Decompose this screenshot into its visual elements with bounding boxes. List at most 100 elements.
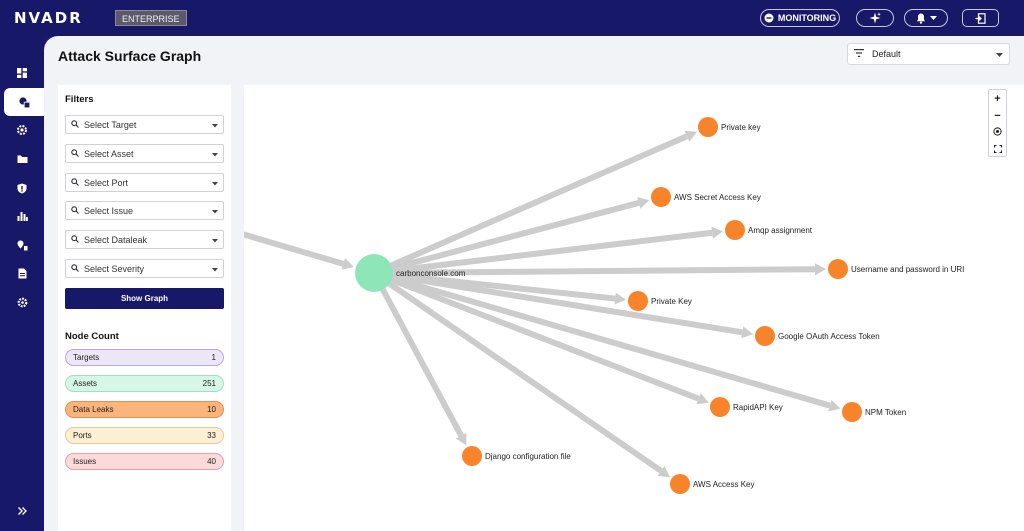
view-select[interactable]: Default <box>847 43 1010 65</box>
select-port[interactable]: Select Port <box>65 173 224 192</box>
edge-target-to-asset-arrowhead <box>341 258 354 270</box>
search-icon <box>71 234 79 245</box>
node-count-ports: Ports 33 <box>65 427 224 444</box>
top-bar: NVADR ENTERPRISE MONITORING <box>0 0 1024 36</box>
data-leak-node-label: Private key <box>721 123 761 132</box>
sidebar-item-integrations[interactable] <box>0 116 44 144</box>
sidebar-item-settings[interactable] <box>0 288 44 316</box>
sidebar-item-locations[interactable] <box>0 231 44 259</box>
sidebar-item-reports[interactable] <box>0 202 44 230</box>
sparkle-icon <box>869 12 881 24</box>
edge-1-arrowhead <box>637 197 650 209</box>
node-count-label: Ports <box>73 431 92 440</box>
data-leak-node[interactable] <box>651 187 671 207</box>
minus-circle-icon <box>764 13 774 23</box>
notifications-button[interactable] <box>904 9 948 27</box>
edge-6 <box>372 270 700 402</box>
sidebar <box>0 36 44 531</box>
node-count-value: 1 <box>211 353 216 362</box>
node-count-assets: Assets 251 <box>65 375 224 392</box>
select-dataleak-placeholder: Select Dataleak <box>84 234 148 245</box>
sidebar-expand-button[interactable] <box>0 497 44 525</box>
select-severity[interactable]: Select Severity <box>65 259 224 278</box>
data-leak-node-label: Private Key <box>651 297 692 306</box>
ai-assist-button[interactable] <box>856 9 894 27</box>
data-leak-node[interactable] <box>698 117 718 137</box>
edge-9-arrowhead <box>657 466 671 478</box>
settings-icon <box>17 297 28 308</box>
sidebar-item-documents[interactable] <box>0 259 44 287</box>
select-target-placeholder: Select Target <box>84 119 137 130</box>
fullscreen-icon <box>993 144 1002 156</box>
edge-5-arrowhead <box>741 326 754 339</box>
sidebar-item-dashboard[interactable] <box>0 59 44 87</box>
node-count-value: 40 <box>207 457 216 466</box>
data-leak-node-label: Amqp assignment <box>748 226 813 235</box>
edge-3-arrowhead <box>814 263 827 276</box>
data-leak-node[interactable] <box>755 326 775 346</box>
data-leak-node[interactable] <box>828 259 848 279</box>
node-count-label: Issues <box>73 457 97 466</box>
node-count-data-leaks: Data Leaks 10 <box>65 401 224 418</box>
select-target[interactable]: Select Target <box>65 115 224 134</box>
data-leak-node[interactable] <box>670 474 690 494</box>
chevron-down-icon <box>212 235 218 245</box>
sidebar-item-security[interactable] <box>0 174 44 202</box>
select-issue-placeholder: Select Issue <box>84 205 134 216</box>
grid-icon <box>17 68 27 78</box>
edge-6-arrowhead <box>696 393 709 405</box>
data-leak-node[interactable] <box>462 446 482 466</box>
edge-2-arrowhead <box>711 226 724 239</box>
node-count-title: Node Count <box>65 331 119 342</box>
node-count-value: 251 <box>202 379 216 388</box>
asset-node[interactable] <box>355 254 393 292</box>
zoom-in-button[interactable]: + <box>994 92 1001 105</box>
main-content: Attack Surface Graph Default Filters Sel… <box>44 36 1024 531</box>
show-graph-button[interactable]: Show Graph <box>65 288 224 309</box>
node-count-issues: Issues 40 <box>65 453 224 470</box>
logout-button[interactable] <box>962 9 999 27</box>
edge-5 <box>373 270 743 336</box>
select-dataleak[interactable]: Select Dataleak <box>65 230 224 249</box>
gear-cog-icon <box>16 124 28 136</box>
node-count-value: 33 <box>207 431 216 440</box>
fullscreen-button[interactable] <box>989 141 1006 158</box>
node-count-label: Data Leaks <box>73 405 114 414</box>
edge-target-to-asset <box>244 231 345 267</box>
chevron-down-icon <box>212 178 218 188</box>
data-leak-node[interactable] <box>842 402 862 422</box>
node-count-value: 10 <box>207 405 216 414</box>
edge-2 <box>373 229 713 276</box>
select-port-placeholder: Select Port <box>84 177 129 188</box>
recenter-button[interactable] <box>989 124 1006 141</box>
data-leak-node[interactable] <box>628 291 648 311</box>
filters-panel: Filters Select Target Select Asset Selec… <box>58 85 231 531</box>
edge-4-arrowhead <box>614 292 627 305</box>
data-leak-node-label: AWS Secret Access Key <box>674 193 761 202</box>
zoom-controls: + − <box>988 89 1007 157</box>
select-severity-placeholder: Select Severity <box>84 263 145 274</box>
edge-0-arrowhead <box>684 130 698 142</box>
sidebar-item-attack-surface[interactable] <box>4 88 44 116</box>
filters-title: Filters <box>65 94 94 105</box>
monitoring-button[interactable]: MONITORING <box>760 9 840 27</box>
zoom-out-button[interactable]: − <box>994 109 1001 122</box>
search-icon <box>71 148 79 159</box>
data-leak-node[interactable] <box>710 397 730 417</box>
chevron-down-icon <box>929 15 937 21</box>
edition-badge: ENTERPRISE <box>115 10 187 26</box>
sidebar-item-assets[interactable] <box>0 145 44 173</box>
shield-icon <box>17 183 27 194</box>
data-leak-node[interactable] <box>725 220 745 240</box>
select-asset[interactable]: Select Asset <box>65 144 224 163</box>
data-leak-node-label: NPM Token <box>865 408 906 417</box>
app-logo[interactable]: NVADR <box>14 9 83 27</box>
select-issue[interactable]: Select Issue <box>65 201 224 220</box>
data-leak-node-label: Django configuration file <box>485 452 571 461</box>
pin-icon <box>17 240 28 251</box>
double-chevron-right-icon <box>17 507 27 515</box>
node-count-label: Assets <box>73 379 98 388</box>
